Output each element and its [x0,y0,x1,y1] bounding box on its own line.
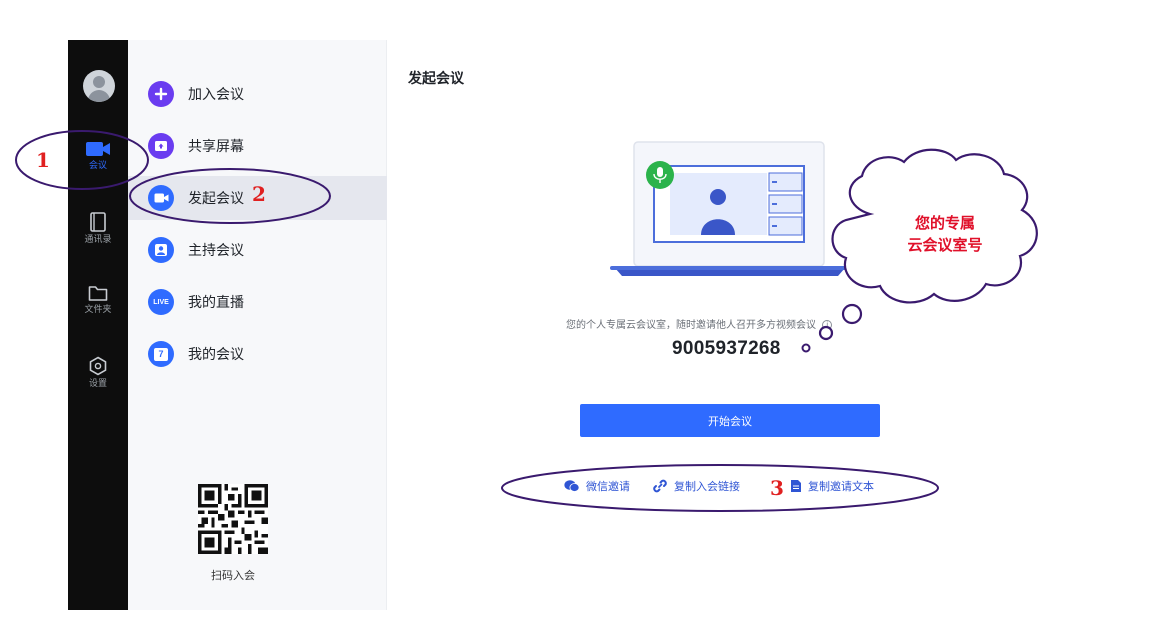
invite-actions: 微信邀请 复制入会链接 复制邀请文本 [564,478,896,494]
avatar[interactable] [83,70,115,102]
share-screen-icon [148,133,174,159]
annotation-step-3: 3 [770,476,784,500]
menu-item-host-meeting[interactable]: 主持会议 [128,228,387,272]
rail-item-meetings[interactable]: 会议 [68,140,128,172]
menu-label-share-screen: 共享屏幕 [188,139,244,155]
menu-item-join-meeting[interactable]: 加入会议 [128,72,387,116]
menu-label-start-meeting: 发起会议 [188,191,244,207]
video-camera-icon [86,142,110,156]
thought-dot-small [801,343,811,353]
wechat-invite-label: 微信邀请 [586,480,630,493]
calendar-badge-text: 7 [158,349,164,359]
rail-item-contacts[interactable]: 通讯录 [68,212,128,246]
folder-icon [88,286,108,301]
qr-code[interactable] [198,484,268,554]
rail-item-folder[interactable]: 文件夹 [68,284,128,316]
menu-item-share-screen[interactable]: 共享屏幕 [128,124,387,168]
rail-item-settings[interactable]: 设置 [68,356,128,390]
plus-icon [148,81,174,107]
live-badge-text: LIVE [153,298,169,306]
rail-label-contacts: 通讯录 [84,235,112,245]
navigation-rail: 会议 通讯录 文件夹 设置 [68,40,128,610]
menu-item-my-live[interactable]: LIVE 我的直播 [128,280,387,324]
video-icon [148,185,174,211]
room-description-text: 您的个人专属云会议室，随时邀请他人召开多方视频会议 [566,320,816,331]
calendar-icon: 7 [148,341,174,367]
document-icon [791,480,801,492]
rail-label-meetings: 会议 [88,161,107,171]
contacts-icon [90,212,106,232]
link-icon [653,479,667,493]
menu-label-join-meeting: 加入会议 [188,87,244,103]
settings-hexagon-icon [89,356,107,376]
host-icon [148,237,174,263]
live-icon: LIVE [148,289,174,315]
bubble-line-2: 云会议室号 [907,236,983,254]
menu-label-host-meeting: 主持会议 [188,243,244,259]
annotation-step-1: 1 [36,148,50,172]
copy-link-label: 复制入会链接 [674,480,740,493]
room-description: 您的个人专属云会议室，随时邀请他人召开多方视频会议 i [566,316,906,331]
meeting-menu: 加入会议 共享屏幕 发起会议 主持会议 [128,40,387,610]
page-title: 发起会议 [408,71,464,87]
start-meeting-button[interactable]: 开始会议 [580,404,880,437]
bubble-line-1: 您的专属 [914,214,975,232]
copy-invite-text-label: 复制邀请文本 [808,480,874,493]
menu-item-my-meetings[interactable]: 7 我的会议 [128,332,387,376]
bubble-text: 您的专属 云会议室号 [860,212,1030,256]
personal-room-number: 9005937268 [672,338,781,359]
meeting-illustration [610,141,850,276]
rail-label-settings: 设置 [88,379,107,389]
menu-label-my-meetings: 我的会议 [188,347,244,363]
rail-label-folder: 文件夹 [84,305,112,315]
wechat-icon [564,480,580,492]
copy-invite-text-button[interactable]: 复制邀请文本 [790,478,874,494]
annotation-step-2: 2 [252,182,266,206]
info-icon[interactable]: i [822,320,833,330]
copy-link-button[interactable]: 复制入会链接 [652,478,740,494]
menu-label-my-live: 我的直播 [188,295,244,311]
qr-label: 扫码入会 [211,569,255,582]
wechat-invite-button[interactable]: 微信邀请 [564,478,630,494]
